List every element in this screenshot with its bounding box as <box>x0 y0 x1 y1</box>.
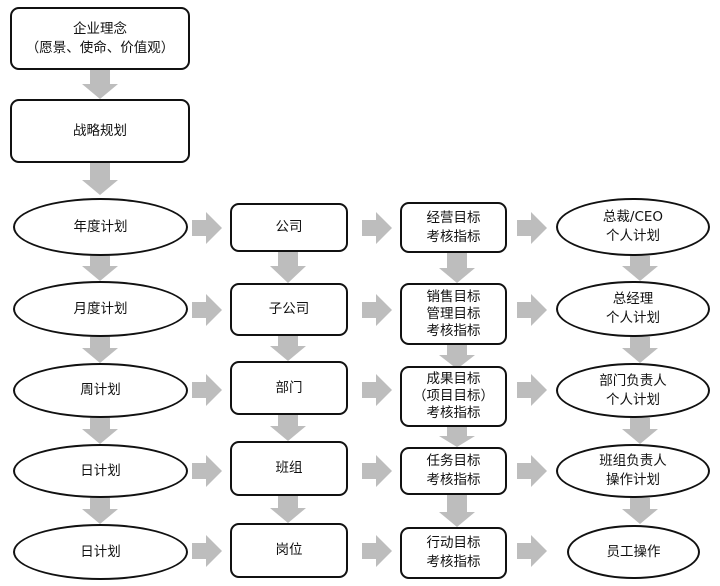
node-result-goals: 成果目标 （项目目标） 考核指标 <box>400 366 507 427</box>
node-gm-plan: 总经理 个人计划 <box>556 281 710 337</box>
node-strategic-planning: 战略规划 <box>10 99 190 163</box>
node-action-goals: 行动目标 考核指标 <box>400 527 507 579</box>
arrow-down <box>270 252 306 283</box>
node-sales-goals: 销售目标 管理目标 考核指标 <box>400 283 507 345</box>
node-label: 员工操作 <box>606 543 661 560</box>
node-label: 部门负责人 <box>599 372 667 389</box>
arrow-right <box>517 212 547 244</box>
arrow-down <box>439 345 475 369</box>
node-label: 行动目标 <box>426 535 481 551</box>
node-ceo-plan: 总裁/CEO 个人计划 <box>556 198 710 256</box>
arrow-right <box>192 212 222 244</box>
node-department: 部门 <box>230 361 348 415</box>
arrow-down <box>439 427 475 447</box>
arrow-right <box>517 535 547 567</box>
node-subsidiary: 子公司 <box>230 283 348 336</box>
node-label: 年度计划 <box>73 218 128 235</box>
arrow-right <box>362 455 392 487</box>
arrow-down <box>622 498 658 524</box>
node-label: 考核指标 <box>426 405 481 421</box>
node-label: 销售目标 <box>426 288 481 305</box>
arrow-down <box>82 337 118 363</box>
node-annual-plan: 年度计划 <box>13 198 188 256</box>
node-daily-plan: 日计划 <box>13 444 188 498</box>
node-label: 企业理念 <box>73 20 127 37</box>
node-operation-goals: 经营目标 考核指标 <box>400 202 507 253</box>
arrow-down <box>622 418 658 444</box>
node-task-goals: 任务目标 考核指标 <box>400 447 507 495</box>
node-label: 公司 <box>275 219 303 235</box>
arrow-right <box>517 455 547 487</box>
arrow-down <box>82 418 118 444</box>
arrow-down <box>622 337 658 363</box>
arrow-right <box>517 294 547 326</box>
arrow-down <box>270 415 306 441</box>
node-label: 个人计划 <box>606 391 660 408</box>
node-company: 公司 <box>230 203 348 252</box>
arrow-down <box>82 256 118 281</box>
arrow-down <box>82 163 118 195</box>
node-label: 考核指标 <box>426 228 481 245</box>
node-team-head-plan: 班组负责人 操作计划 <box>556 444 710 498</box>
node-label: 个人计划 <box>606 310 660 326</box>
node-label: 操作计划 <box>606 472 660 488</box>
node-label: （项目目标） <box>413 388 494 404</box>
node-monthly-plan: 月度计划 <box>13 281 188 337</box>
node-label: 管理目标 <box>426 305 481 322</box>
arrow-down <box>270 496 306 523</box>
arrow-down <box>82 498 118 524</box>
node-label: 周计划 <box>80 382 121 398</box>
arrow-right <box>362 294 392 326</box>
node-dept-head-plan: 部门负责人 个人计划 <box>556 363 710 418</box>
node-label: 总裁/CEO <box>602 209 664 225</box>
arrow-right <box>362 535 392 567</box>
arrow-right <box>192 374 222 406</box>
node-label: 日计划 <box>80 543 121 560</box>
arrow-down <box>622 256 658 281</box>
arrow-down <box>270 336 306 361</box>
node-label: 岗位 <box>275 542 303 558</box>
node-post: 岗位 <box>230 523 348 578</box>
arrow-down <box>82 70 118 99</box>
node-label: 个人计划 <box>606 228 660 244</box>
node-label: 总经理 <box>612 291 654 307</box>
node-label: 考核指标 <box>426 322 481 339</box>
node-label: 任务目标 <box>426 453 481 469</box>
node-team: 班组 <box>230 441 348 496</box>
node-label: 班组 <box>275 460 303 476</box>
node-daily-plan-bottom: 日计划 <box>13 524 188 580</box>
arrow-right <box>192 455 222 487</box>
node-label: 成果目标 <box>426 371 481 387</box>
node-label: 考核指标 <box>426 472 481 488</box>
node-staff-operation: 员工操作 <box>567 525 700 579</box>
node-label: 战略规划 <box>73 122 127 139</box>
node-corporate-philosophy: 企业理念 （愿景、使命、价值观） <box>10 7 190 70</box>
arrow-right <box>192 294 222 326</box>
arrow-right <box>362 374 392 406</box>
node-label: 日计划 <box>80 462 121 479</box>
arrow-down <box>439 495 475 527</box>
arrow-right <box>362 212 392 244</box>
node-label: 考核指标 <box>426 554 481 570</box>
node-label: （愿景、使命、价值观） <box>25 39 175 56</box>
node-label: 经营目标 <box>426 209 481 226</box>
arrow-down <box>439 253 475 283</box>
arrow-right <box>517 374 547 406</box>
arrow-right <box>192 535 222 567</box>
node-label: 月度计划 <box>73 300 128 317</box>
node-label: 部门 <box>275 379 303 396</box>
node-label: 子公司 <box>268 301 310 317</box>
node-weekly-plan: 周计划 <box>13 363 188 418</box>
node-label: 班组负责人 <box>599 453 667 469</box>
